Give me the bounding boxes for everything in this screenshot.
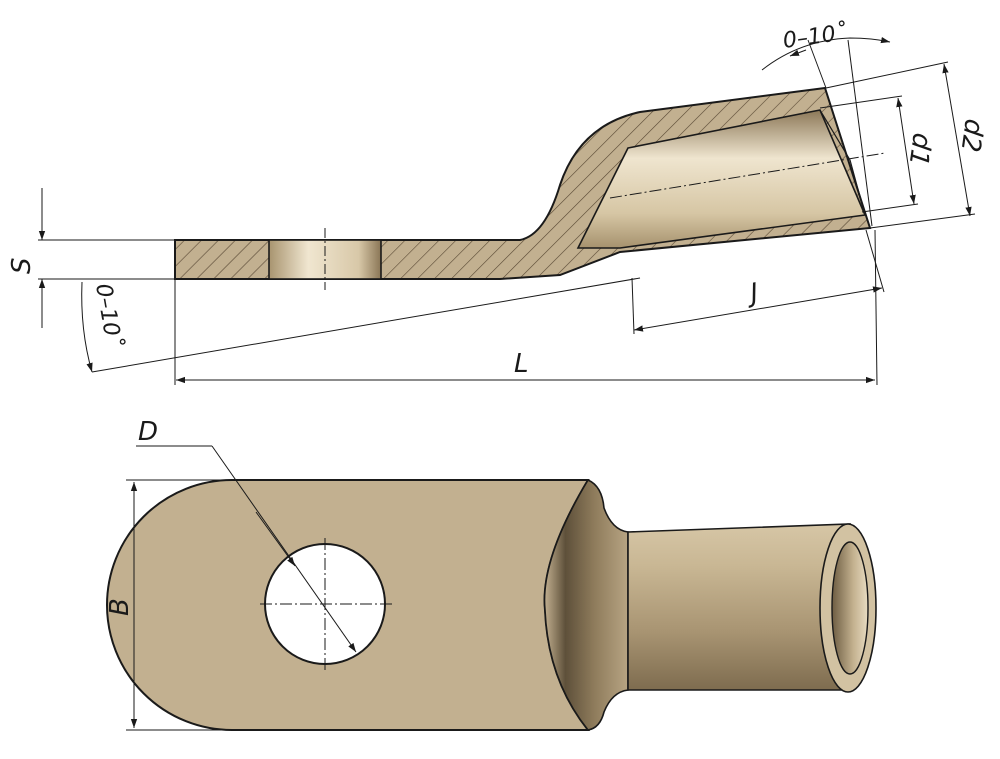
label-s: S [7,257,37,274]
barrel-cavity [576,109,867,249]
dimension-d: D [136,417,357,653]
dimension-b: B [105,479,232,731]
label-angle-left: 0–10˚ [90,282,126,349]
dimension-angle-left: 0–10˚ [81,277,641,385]
label-angle-right: 0–10˚ [781,20,848,54]
dimension-d1-d2: d1 d2 [819,61,989,229]
dimension-s: S [7,188,175,328]
label-d: D [138,417,158,447]
barrel-bore [831,541,869,675]
label-d2: d2 [954,117,988,154]
label-l: L [514,349,529,379]
plan-view [106,478,877,731]
lug-shoulder [543,478,629,731]
lug-barrel [627,523,851,691]
section-view [174,86,886,290]
label-b: B [105,598,135,616]
label-d1: d1 [902,131,936,168]
barrel-axis [609,152,886,199]
label-j: J [743,278,761,310]
